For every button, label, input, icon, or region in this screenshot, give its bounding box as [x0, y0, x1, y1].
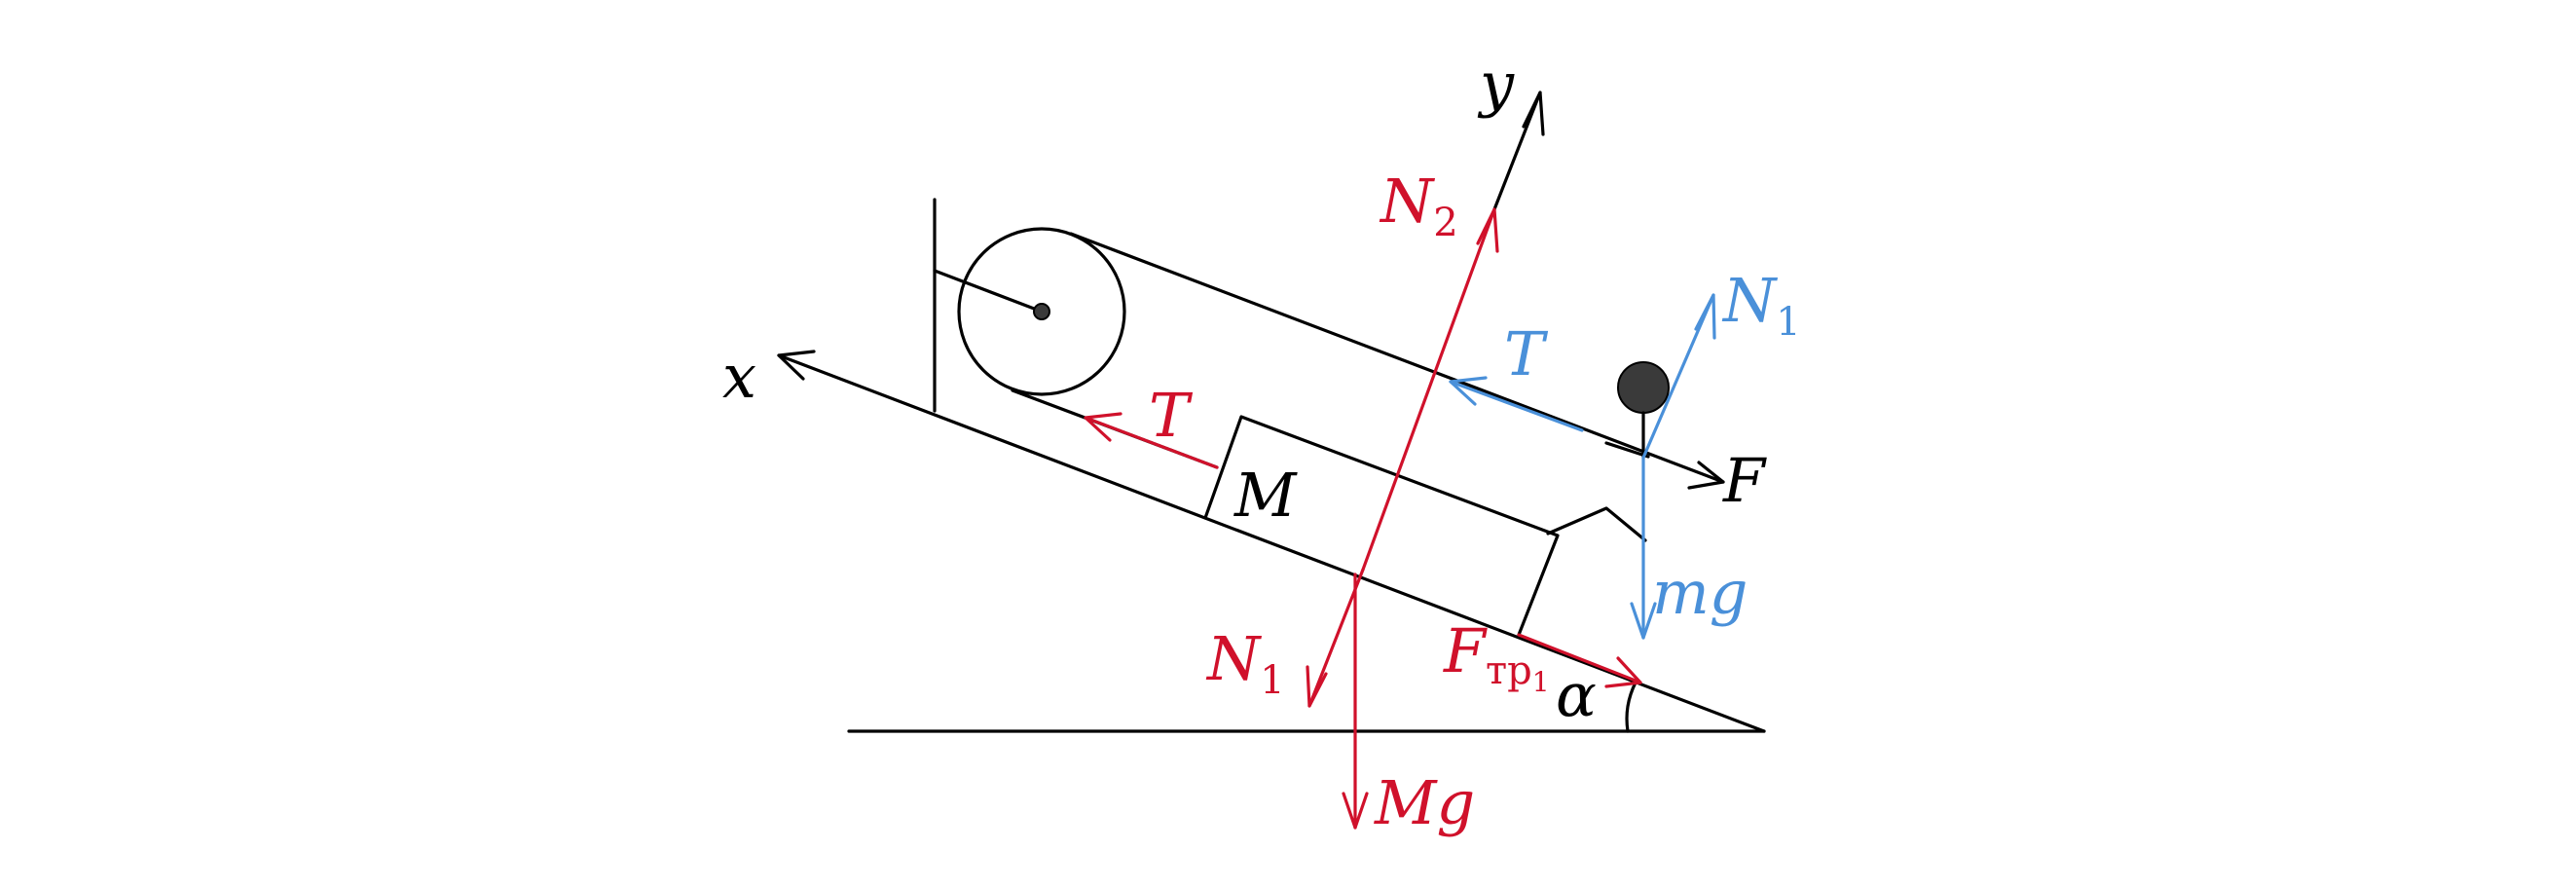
force-T-red-line: [1084, 416, 1219, 469]
force-N1-blue-arrowhead: [1694, 293, 1716, 340]
force-T-red-label: T: [1149, 380, 1194, 451]
force-Mg-label: Mg: [1374, 767, 1475, 838]
force-T-red-arrowhead: [1084, 412, 1122, 442]
incline-surface: [777, 353, 1766, 733]
upper-rope: [1069, 232, 1725, 484]
force-F-label: F: [1722, 445, 1767, 516]
force-N2-arrowhead: [1476, 207, 1499, 253]
force-N2-label: N2: [1379, 166, 1458, 245]
force-T-blue-arrowhead: [1449, 376, 1488, 406]
force-Mg-arrowhead: [1342, 792, 1369, 830]
force-N1-blue-label: N1: [1721, 265, 1801, 345]
person-head: [1617, 361, 1670, 414]
pulley-bracket: [933, 269, 1044, 314]
x-axis-arrowhead: [777, 350, 816, 381]
force-N1-blue-line: [1641, 293, 1715, 460]
force-N1-red-label: N1: [1205, 623, 1285, 703]
force-mg-blue-arrowhead: [1630, 602, 1657, 640]
force-F-arrowhead: [1687, 461, 1725, 490]
block-to-person-rope: [1546, 506, 1647, 542]
angle-arc: [1625, 681, 1638, 733]
x-axis-label: x: [722, 341, 756, 412]
y-axis: [1492, 91, 1542, 211]
force-T-blue-line: [1449, 380, 1584, 432]
y-axis-arrowhead: [1522, 91, 1545, 136]
pulley-axle: [1033, 303, 1050, 320]
force-T-blue-label: T: [1504, 318, 1549, 389]
force-N1-red-arrowhead: [1306, 665, 1328, 708]
block-label: M: [1233, 460, 1298, 531]
force-Ftr-arrowhead: [1604, 656, 1642, 688]
block-outline: [1203, 415, 1560, 637]
person-arm: [1604, 441, 1650, 459]
y-axis-label: y: [1477, 49, 1515, 120]
pulley-wheel: [957, 227, 1126, 396]
force-mg-blue-label: mg: [1652, 557, 1748, 628]
force-Ftr-line: [1517, 633, 1642, 684]
angle-label: α: [1556, 659, 1597, 730]
force-N2-line: [1361, 207, 1496, 572]
force-Ftr-label: Fтр1: [1443, 615, 1550, 698]
